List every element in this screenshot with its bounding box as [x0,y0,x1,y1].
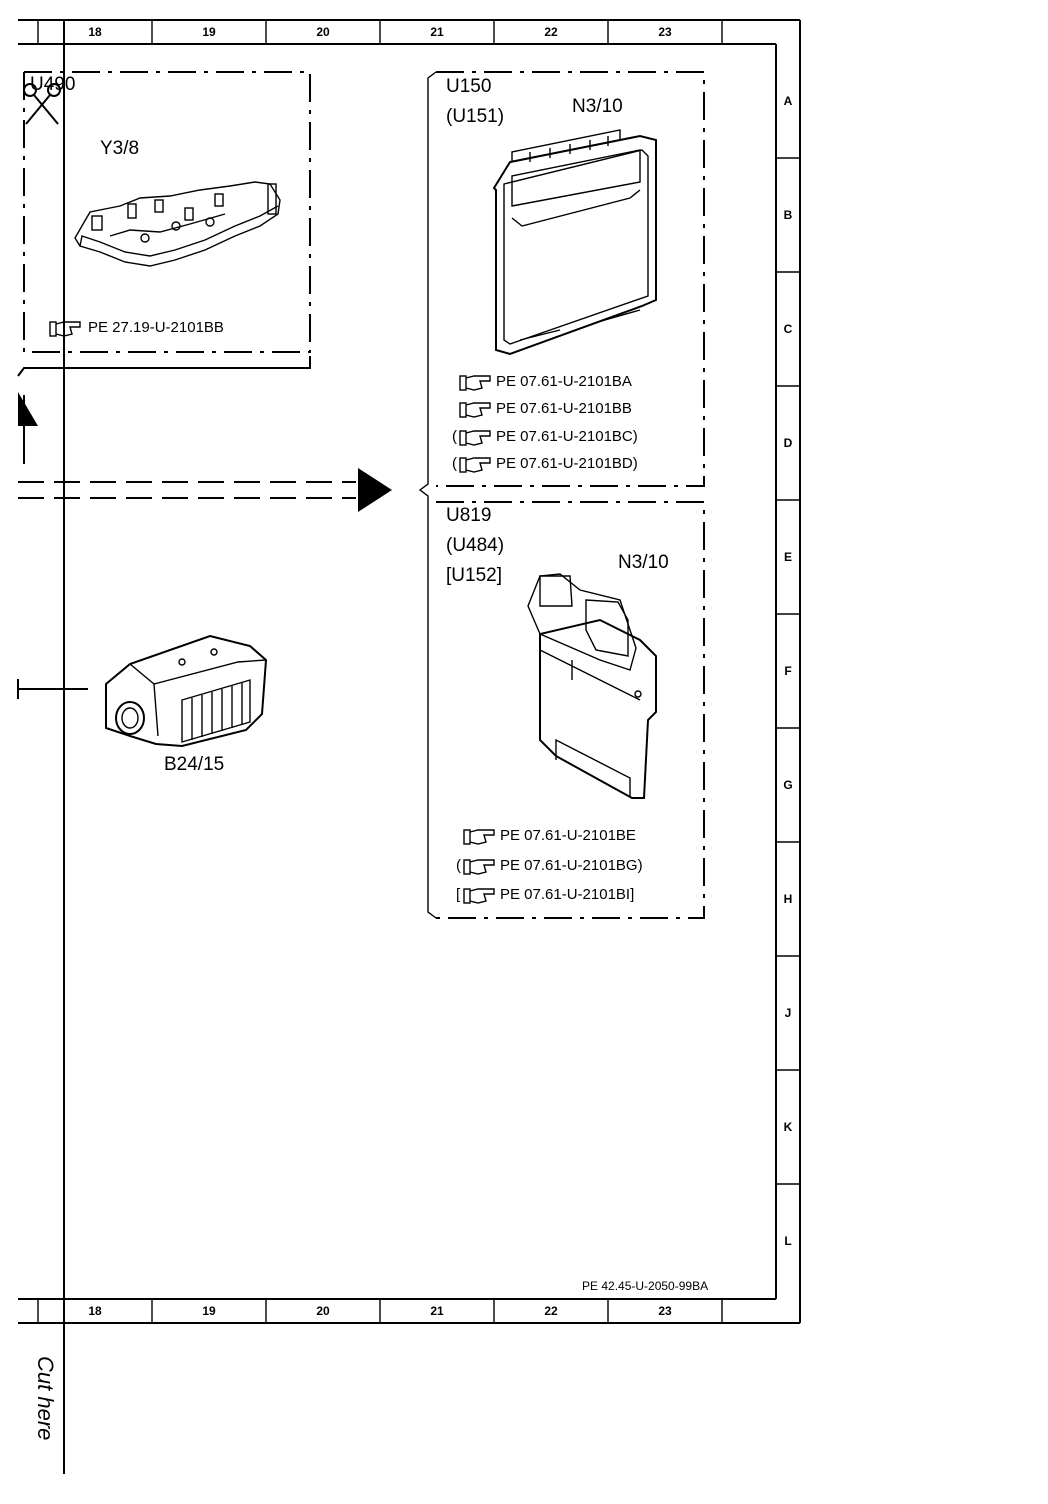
scissors-icon [23,83,61,125]
y3-8-dashed-outline [24,71,311,353]
valve-body-drawing [74,181,281,267]
pointing-hand-icon [459,375,491,391]
column-label: 23 [658,1304,672,1318]
row-label: J [785,1006,792,1020]
row-label: F [784,664,791,678]
brace [418,71,437,919]
row-labels: A B C D E F G H J K L [783,94,792,1248]
n3-10-bottom-code: (U484) [446,535,504,556]
y3-8-ref: PE 27.19-U-2101BB [88,319,224,336]
n3-10-top-ref: PE 07.61-U-2101BA [496,373,632,390]
column-label: 18 [88,25,102,39]
n3-10-top-ref-bracket: ( [452,428,457,445]
row-label: E [784,550,792,564]
control-unit-drawing [492,129,657,356]
sensor-drawing [105,634,268,748]
n3-10-top-label: N3/10 [572,96,623,117]
n3-10-top-ref: PE 07.61-U-2101BC) [496,428,638,445]
column-labels-top: 18 19 20 21 22 23 [88,25,672,39]
arrow-right-icon [358,468,392,512]
b24-15-label: B24/15 [164,754,224,775]
pointing-hand-icon [463,888,495,904]
y3-8-label: Y3/8 [100,138,139,159]
n3-10-bottom-outline [436,501,705,919]
n3-10-top-code: (U151) [446,106,504,127]
sheet-frame [18,19,801,1474]
pointing-hand-icon [49,321,81,337]
column-label: 21 [430,25,444,39]
column-label: 20 [316,1304,330,1318]
connector-lines [17,356,392,699]
drawing-number: PE 42.45-U-2050-99BA [582,1279,708,1293]
n3-10-bottom-code: [U152] [446,565,502,586]
n3-10-top-group: U150 (U151) N3/10 PE 07.61-U-2101BA [418,71,705,919]
n3-10-bottom-ref: PE 07.61-U-2101BE [500,827,636,844]
column-label: 23 [658,25,672,39]
column-label: 22 [544,25,558,39]
row-label: G [783,778,792,792]
column-label: 18 [88,1304,102,1318]
pointing-hand-icon [463,829,495,845]
pointing-hand-icon [459,430,491,446]
row-label: D [784,436,793,450]
n3-10-bottom-ref-bracket: [ [456,886,461,903]
n3-10-top-code: U150 [446,76,491,97]
n3-10-bottom-ref-bracket: ( [456,857,461,874]
row-label: B [784,208,793,222]
column-label: 19 [202,25,216,39]
n3-10-bottom-label: N3/10 [618,552,669,573]
n3-10-bottom-code: U819 [446,505,491,526]
row-label: K [784,1120,793,1134]
row-label: A [784,94,793,108]
n3-10-top-ref: PE 07.61-U-2101BB [496,400,632,417]
column-label: 20 [316,25,330,39]
pointing-hand-icon [459,402,491,418]
pointing-hand-icon [463,859,495,875]
n3-10-top-outline [436,71,705,487]
cut-here-label: Cut here [33,1356,58,1440]
column-labels-bottom: 18 19 20 21 22 23 [88,1304,672,1318]
n3-10-bottom-ref: PE 07.61-U-2101BG) [500,857,643,874]
arrow-up-icon [18,392,38,426]
column-label: 21 [430,1304,444,1318]
n3-10-top-ref: PE 07.61-U-2101BD) [496,455,638,472]
row-label: H [784,892,793,906]
row-label: C [784,322,793,336]
column-label: 19 [202,1304,216,1318]
n3-10-bottom-ref: PE 07.61-U-2101BI] [500,886,634,903]
control-unit-connector-drawing [527,573,657,799]
b24-15-group: B24/15 [105,634,268,775]
n3-10-bottom-group: U819 (U484) [U152] N3/10 PE 07.61-U-2101… [436,501,705,919]
n3-10-top-ref-bracket: ( [452,455,457,472]
row-label: L [784,1234,791,1248]
pointing-hand-icon [459,457,491,473]
column-label: 22 [544,1304,558,1318]
y3-8-group: U490 Y3/8 PE 27.19-U- [23,71,311,353]
